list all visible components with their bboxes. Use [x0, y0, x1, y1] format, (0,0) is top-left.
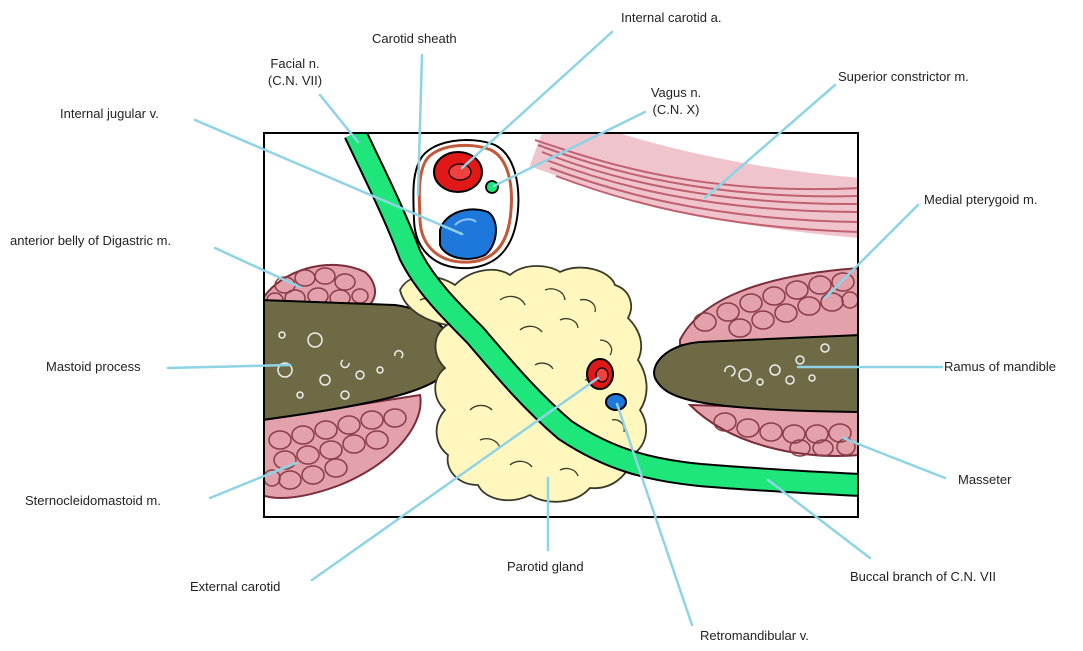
leader-facial-n: [320, 95, 358, 142]
leader-retromandibular: [617, 404, 692, 625]
ramus-mandible-bone: [654, 335, 860, 412]
leader-digastric: [215, 248, 300, 287]
label-medial-pterygoid: Medial pterygoid m.: [924, 191, 1037, 208]
label-vagus-n-line1: Vagus n.: [636, 84, 716, 101]
label-mastoid-process: Mastoid process: [46, 358, 141, 375]
label-facial-n-line2: (C.N. VII): [255, 72, 335, 89]
label-buccal-branch: Buccal branch of C.N. VII: [850, 568, 996, 585]
label-superior-constrictor: Superior constrictor m.: [838, 68, 969, 85]
label-internal-carotid: Internal carotid a.: [621, 9, 721, 26]
superior-constrictor-muscle: [535, 138, 860, 232]
internal-jugular-vein: [440, 209, 496, 259]
label-facial-n-line1: Facial n.: [255, 55, 335, 72]
label-facial-n: Facial n. (C.N. VII): [255, 55, 335, 89]
label-retromandibular: Retromandibular v.: [700, 627, 809, 644]
masseter-muscle: [690, 405, 860, 456]
retromandibular-vein: [606, 394, 626, 410]
diagram-interior: [262, 133, 860, 502]
label-external-carotid: External carotid: [190, 578, 280, 595]
label-digastric: anterior belly of Digastric m.: [10, 232, 171, 249]
label-internal-jugular: Internal jugular v.: [60, 105, 159, 122]
label-vagus-n-line2: (C.N. X): [636, 101, 716, 118]
medial-pterygoid-muscle: [680, 268, 860, 345]
label-sternocleidomastoid: Sternocleidomastoid m.: [25, 492, 161, 509]
vagus-nerve: [486, 181, 498, 193]
label-carotid-sheath: Carotid sheath: [372, 30, 457, 47]
label-vagus-n: Vagus n. (C.N. X): [636, 84, 716, 118]
label-masseter: Masseter: [958, 471, 1011, 488]
label-ramus-mandible: Ramus of mandible: [944, 358, 1056, 375]
label-parotid-gland: Parotid gland: [507, 558, 584, 575]
